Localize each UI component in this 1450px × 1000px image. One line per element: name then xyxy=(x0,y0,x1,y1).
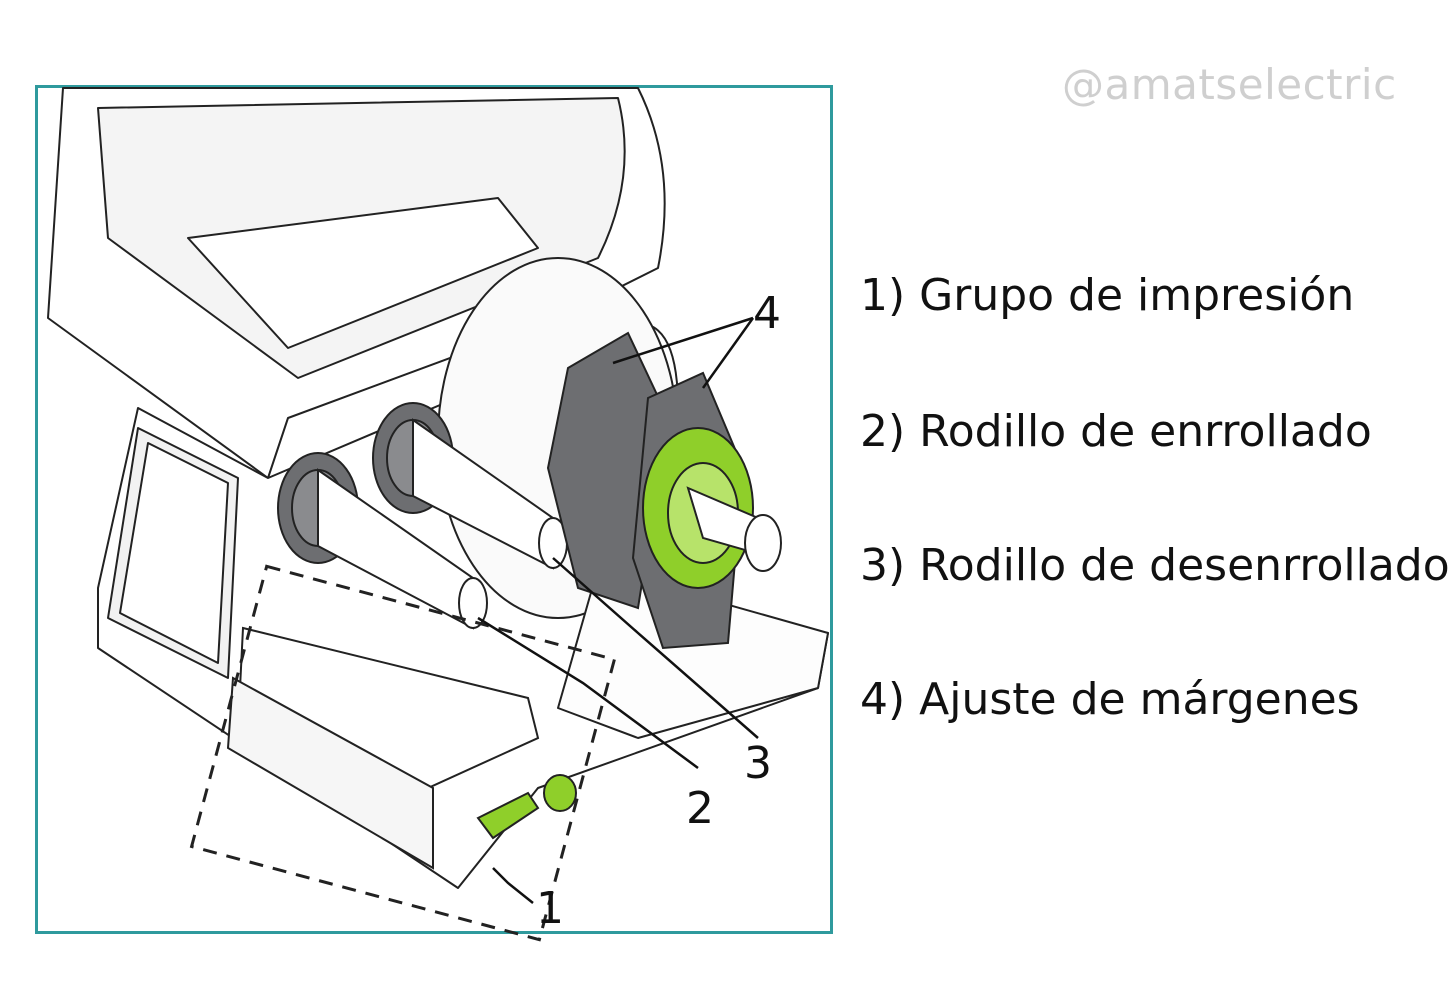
callout-2: 2 xyxy=(686,783,714,834)
green-knob xyxy=(543,774,577,812)
print-unit-highlight xyxy=(189,564,617,942)
print-unit xyxy=(189,564,617,942)
printer-illustration: 1 2 3 4 xyxy=(47,87,829,942)
watermark: @amatselectric xyxy=(1062,60,1397,109)
green-lever xyxy=(476,791,540,840)
unwind-roll xyxy=(372,402,568,570)
callout-1: 1 xyxy=(536,883,564,934)
rewind-roll xyxy=(277,452,488,630)
legend-item-print-unit: 1) Grupo de impresión xyxy=(860,270,1355,321)
margin-adjust-plates xyxy=(546,331,782,650)
diagram-frame: 1 2 3 4 xyxy=(35,85,833,942)
callout-leaders xyxy=(477,316,759,904)
callout-4: 4 xyxy=(753,288,781,339)
legend-item-unwind-roll: 3) Rodillo de desenrrollado xyxy=(860,540,1450,591)
legend-item-rewind-roll: 2) Rodillo de enrrollado xyxy=(860,406,1372,457)
legend-item-margin-adjust: 4) Ajuste de márgenes xyxy=(860,674,1360,725)
callout-3: 3 xyxy=(744,738,772,789)
